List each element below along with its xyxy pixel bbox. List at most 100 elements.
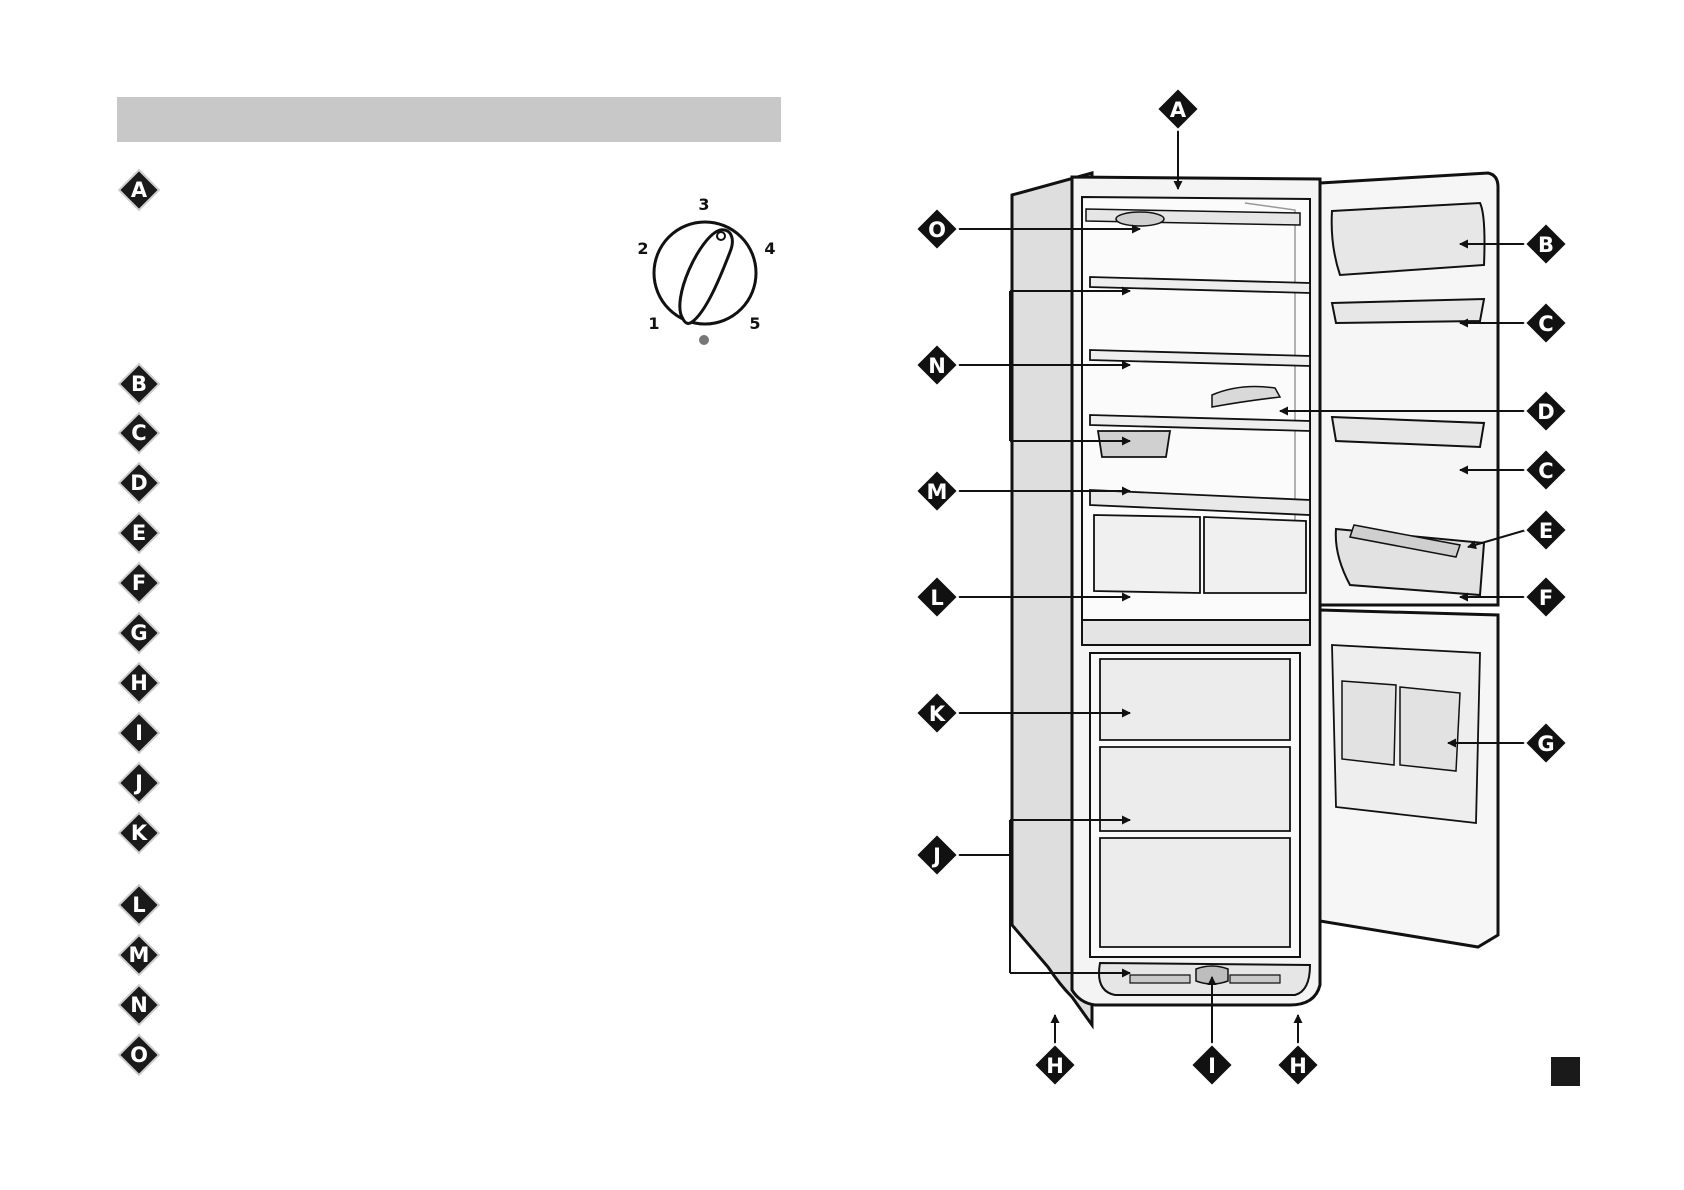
crisper-cover — [1089, 489, 1311, 516]
water-tray — [1195, 965, 1229, 985]
glass-shelf-1 — [1089, 276, 1311, 294]
fridge-door-upper — [1318, 171, 1500, 607]
callout-badge-n: N — [914, 342, 960, 388]
legend-badge-m: M — [117, 933, 161, 977]
svg-text:K: K — [131, 821, 148, 845]
svg-text:H: H — [1046, 1054, 1064, 1078]
freezer-drawer-3 — [1099, 837, 1291, 948]
dial-indicator-icon — [716, 231, 726, 241]
parts-legend-list: A B C D E F G H I J K L — [0, 0, 800, 1190]
freezer-drawer-1 — [1099, 658, 1291, 741]
svg-text:D: D — [1537, 400, 1554, 424]
callout-badge-d: D — [1523, 388, 1569, 434]
callout-badge-e: E — [1523, 507, 1569, 553]
dial-setting-5: 5 — [749, 314, 760, 333]
dial-reference-dot-icon — [699, 335, 709, 345]
legend-badge-i: I — [117, 711, 161, 755]
callout-badge-c-upper: C — [1523, 300, 1569, 346]
svg-text:C: C — [131, 421, 146, 445]
callout-badge-m: M — [914, 468, 960, 514]
crisper-drawer-left — [1093, 514, 1201, 594]
callout-badge-a: A — [1155, 86, 1201, 132]
callout-badge-l: L — [914, 574, 960, 620]
svg-text:B: B — [1538, 233, 1554, 257]
svg-text:E: E — [1539, 519, 1553, 543]
glass-shelf-3 — [1089, 414, 1311, 432]
legend-badge-k: K — [117, 811, 161, 855]
bottle-rack — [1211, 385, 1282, 408]
svg-text:M: M — [927, 480, 948, 504]
legend-badge-l: L — [117, 883, 161, 927]
egg-tray — [1349, 524, 1461, 558]
svg-text:B: B — [131, 372, 147, 396]
svg-text:I: I — [1208, 1054, 1216, 1078]
thermostat-dial: 1 2 3 4 5 — [620, 188, 790, 358]
ice-tray-left — [1341, 680, 1397, 766]
svg-text:O: O — [928, 218, 946, 242]
fridge-cabinet — [1010, 171, 1322, 1030]
svg-text:O: O — [130, 1043, 148, 1067]
dial-setting-4: 4 — [764, 239, 775, 258]
crisper-drawer-right — [1203, 516, 1307, 594]
ice-tray-right — [1399, 686, 1461, 772]
svg-text:G: G — [130, 621, 147, 645]
svg-text:K: K — [929, 702, 946, 726]
legend-badge-h: H — [117, 661, 161, 705]
svg-text:H: H — [1289, 1054, 1307, 1078]
svg-text:C: C — [1538, 459, 1553, 483]
legend-badge-a: A — [117, 168, 161, 212]
legend-badge-e: E — [117, 511, 161, 555]
legend-badge-o: O — [117, 1033, 161, 1077]
svg-text:H: H — [130, 671, 148, 695]
svg-text:A: A — [131, 178, 148, 202]
fridge-freezer-diagram: A O B C N D M — [900, 85, 1600, 1105]
svg-text:D: D — [130, 471, 147, 495]
callout-badge-f: F — [1523, 574, 1569, 620]
svg-text:E: E — [132, 521, 146, 545]
legend-badge-b: B — [117, 362, 161, 406]
svg-text:A: A — [1170, 98, 1187, 122]
callout-badge-h-left: H — [1032, 1042, 1078, 1088]
svg-text:J: J — [931, 844, 941, 868]
glass-shelf-2 — [1089, 349, 1311, 367]
legend-badge-g: G — [117, 611, 161, 655]
callout-badge-k: K — [914, 690, 960, 736]
legend-badge-c: C — [117, 411, 161, 455]
vent-left — [1129, 974, 1191, 984]
page-corner-marker — [1551, 1057, 1580, 1086]
legend-badge-j: J — [117, 761, 161, 805]
svg-text:N: N — [130, 993, 148, 1017]
light-bulb-icon — [1115, 211, 1165, 227]
door-shelf-lower — [1330, 415, 1486, 449]
callout-badge-i: I — [1189, 1042, 1235, 1088]
vent-right — [1229, 974, 1281, 984]
callout-badge-j: J — [914, 832, 960, 878]
callout-badge-b: B — [1523, 221, 1569, 267]
freezer-door — [1318, 608, 1500, 949]
legend-badge-n: N — [117, 983, 161, 1027]
svg-text:M: M — [129, 943, 150, 967]
callout-badge-o: O — [914, 206, 960, 252]
dial-setting-2: 2 — [637, 239, 648, 258]
door-shelf-upper — [1330, 297, 1486, 325]
control-box — [1096, 430, 1172, 458]
svg-text:F: F — [132, 571, 146, 595]
dial-setting-3: 3 — [698, 195, 709, 214]
svg-text:L: L — [930, 586, 943, 610]
svg-text:F: F — [1539, 586, 1553, 610]
section-heading-bar — [117, 97, 781, 142]
svg-text:I: I — [135, 721, 143, 745]
legend-badge-d: D — [117, 461, 161, 505]
door-tray-top — [1330, 201, 1486, 277]
svg-text:C: C — [1538, 312, 1553, 336]
callout-badge-c-lower: C — [1523, 447, 1569, 493]
callout-badge-g: G — [1523, 720, 1569, 766]
dial-setting-1: 1 — [648, 314, 659, 333]
svg-text:N: N — [928, 354, 946, 378]
svg-text:G: G — [1537, 732, 1554, 756]
svg-text:J: J — [133, 771, 143, 795]
dial-knob-grip — [678, 228, 734, 325]
svg-text:L: L — [132, 893, 145, 917]
freezer-drawer-2 — [1099, 746, 1291, 832]
